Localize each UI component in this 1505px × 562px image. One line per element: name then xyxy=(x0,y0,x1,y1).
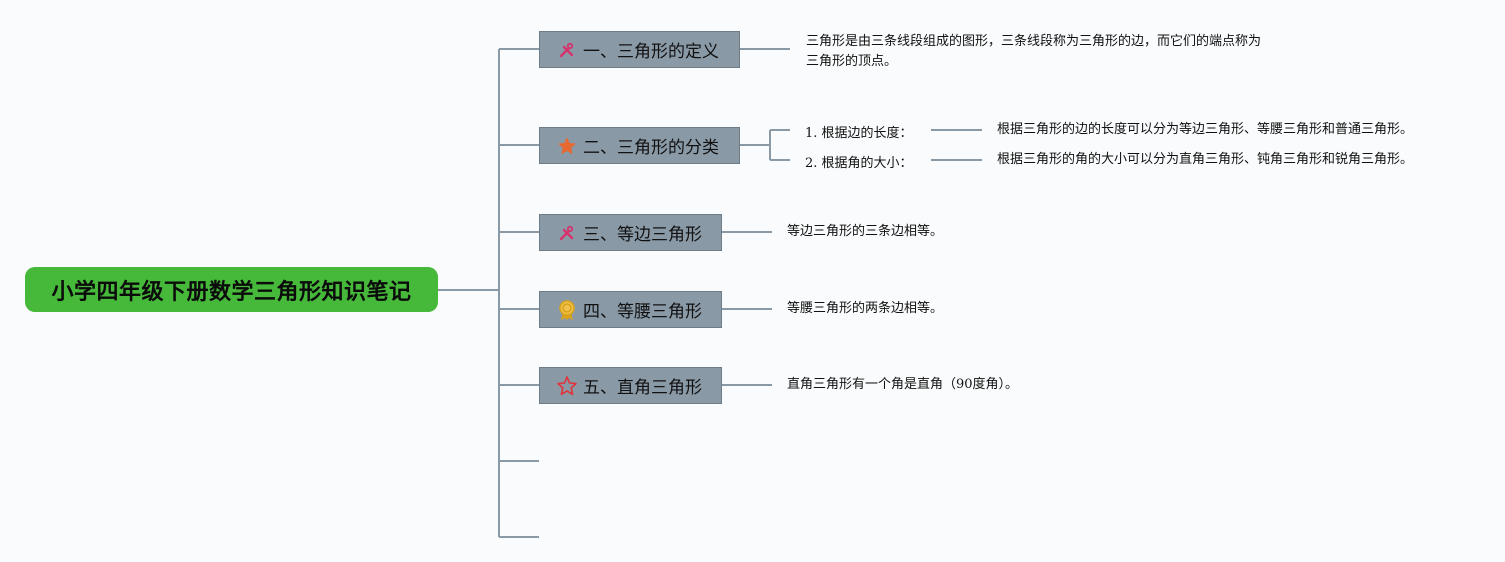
topic-classification[interactable]: 二、三角形的分类 xyxy=(539,127,740,164)
topic-isosceles[interactable]: 四、等腰三角形 xyxy=(539,291,722,328)
note-line: 三角形是由三条线段组成的图形，三条线段称为三角形的边，而它们的端点称为 xyxy=(806,34,1262,49)
subtopic-angle-size[interactable]: 2. 根据角的大小： xyxy=(805,152,913,171)
note-isosceles: 等腰三角形的两条边相等。 xyxy=(787,299,943,319)
medal-icon xyxy=(556,299,578,321)
note-side-length: 根据三角形的边的长度可以分为等边三角形、等腰三角形和普通三角形。 xyxy=(997,120,1413,140)
note-definition: 三角形是由三条线段组成的图形，三条线段称为三角形的边，而它们的端点称为 三角形的… xyxy=(806,32,1326,72)
tools-icon xyxy=(556,39,578,61)
topic-label: 四、等腰三角形 xyxy=(583,302,702,322)
star-outline-icon xyxy=(556,375,578,397)
note-line: 根据三角形的边的长度可以分为等边三角形、等腰三角形和普通三角形。 xyxy=(997,122,1414,137)
tools-icon xyxy=(556,222,578,244)
root-topic[interactable]: 小学四年级下册数学三角形知识笔记 xyxy=(25,267,438,312)
subtopic-label: 1. 根据边的长度： xyxy=(805,126,913,141)
topic-definition[interactable]: 一、三角形的定义 xyxy=(539,31,740,68)
topic-label: 一、三角形的定义 xyxy=(583,42,719,62)
subtopic-label: 2. 根据角的大小： xyxy=(805,156,913,171)
topic-right-triangle[interactable]: 五、直角三角形 xyxy=(539,367,722,404)
note-line: 根据三角形的角的大小可以分为直角三角形、钝角三角形和锐角三角形。 xyxy=(997,152,1414,167)
note-line: 等腰三角形的两条边相等。 xyxy=(787,301,944,316)
note-line: 三角形的顶点。 xyxy=(806,54,898,69)
note-line: 直角三角形有一个角是直角（90度角）。 xyxy=(787,377,1019,392)
note-right-triangle: 直角三角形有一个角是直角（90度角）。 xyxy=(787,375,1018,395)
note-angle-size: 根据三角形的角的大小可以分为直角三角形、钝角三角形和锐角三角形。 xyxy=(997,150,1413,170)
star-filled-icon xyxy=(556,135,578,157)
root-topic-label: 小学四年级下册数学三角形知识笔记 xyxy=(51,279,412,305)
note-equilateral: 等边三角形的三条边相等。 xyxy=(787,222,943,242)
topic-label: 五、直角三角形 xyxy=(583,378,702,398)
topic-label: 二、三角形的分类 xyxy=(583,138,719,158)
note-line: 等边三角形的三条边相等。 xyxy=(787,224,944,239)
topic-equilateral[interactable]: 三、等边三角形 xyxy=(539,214,722,251)
topic-label: 三、等边三角形 xyxy=(583,225,702,245)
subtopic-side-length[interactable]: 1. 根据边的长度： xyxy=(805,122,913,141)
